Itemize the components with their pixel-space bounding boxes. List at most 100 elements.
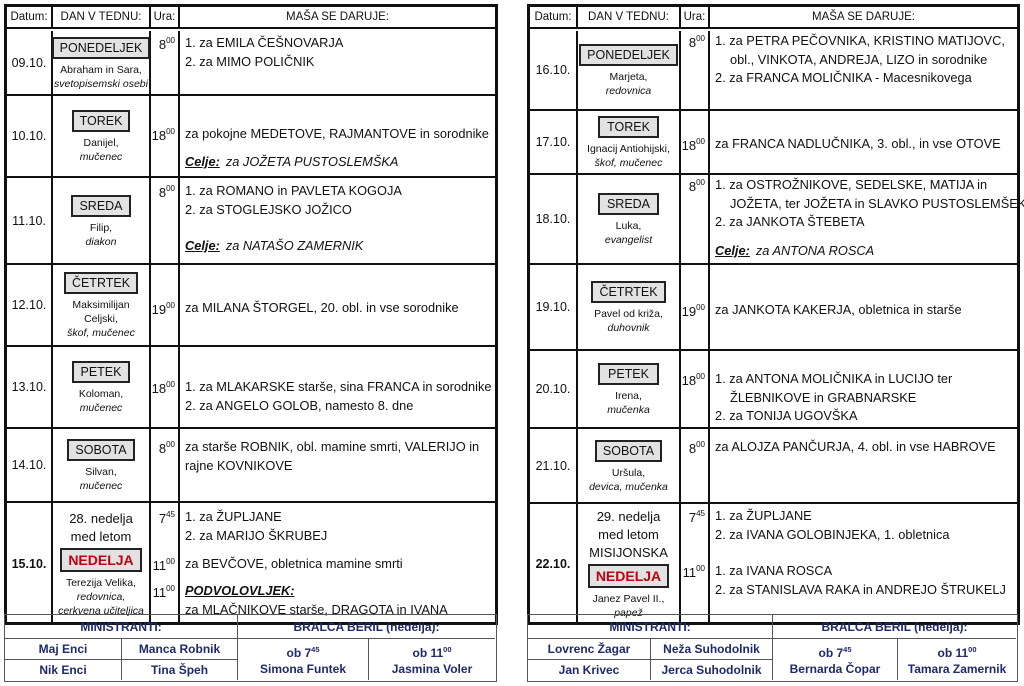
sunday-title: med letom: [70, 528, 132, 544]
intention-line: 1. za MLAKARSKE starše, sina FRANCA in s…: [185, 378, 493, 397]
ministranti-title: MINISTRANTI:: [528, 615, 772, 638]
date: 09.10.: [11, 55, 47, 70]
time-minutes: 45: [166, 510, 175, 519]
day-name-box: PETEK: [72, 361, 130, 383]
date: 10.10.: [11, 129, 47, 143]
date-cell: 16.10.: [530, 31, 578, 109]
intention-text: za JOŽETA PUSTOSLEMŠKA: [225, 154, 399, 169]
intention-line: za MLAČNIKOVE starše, DRAGOTA in IVANA: [185, 601, 493, 620]
saint-name: redovnica: [605, 85, 652, 97]
left-footer-table: MINISTRANTI:BRALCA BERIL (nedelja):Maj E…: [4, 614, 497, 682]
intention-line: 1. za ŽUPLJANE: [715, 507, 1015, 526]
time-minutes: 00: [166, 380, 175, 389]
reader-name: Jasmina Voler: [391, 662, 473, 676]
reader-time-prefix: ob 7: [286, 646, 312, 660]
intention-text: za pokojne MEDETOVE, RAJMANTOVE in sorod…: [185, 126, 489, 141]
location-label: Celje:: [185, 154, 220, 169]
intention-line: rajne KOVNIKOVE: [185, 457, 493, 476]
time-cell: 1800: [151, 96, 180, 176]
date: 19.10.: [535, 300, 571, 314]
altar-server: Nik Enci: [5, 659, 121, 680]
intention-line: ŽLEBNIKOVE in GRABNARSKE: [715, 389, 1015, 408]
date-cell: 19.10.: [530, 265, 578, 349]
date: 22.10.: [535, 557, 571, 571]
header-ura: Ura:: [151, 7, 180, 27]
intention-line: Celje: za ANTONA ROSCA: [715, 242, 1015, 261]
intention-text: 2. za FRANCA MOLIČNIKA - Macesnikovega: [715, 70, 972, 85]
right-footer-table: MINISTRANTI:BRALCA BERIL (nedelja):Lovre…: [527, 614, 1018, 682]
reader-time: ob 745: [818, 642, 851, 661]
intention-text: 1. za ŽUPLJANE: [185, 509, 282, 524]
time-minutes: 00: [696, 178, 705, 187]
intention-text: za MLAČNIKOVE starše, DRAGOTA in IVANA: [185, 601, 448, 617]
time-minutes: 00: [696, 137, 705, 146]
saint-name: Abraham in Sara,: [60, 63, 142, 76]
intention-line: 2. za JANKOTA ŠTEBETA: [715, 213, 1015, 232]
date-cell: 17.10.: [530, 111, 578, 173]
saint-name: Irena,: [615, 390, 642, 402]
reader-time-prefix: ob 7: [818, 646, 844, 660]
mass-time: 1900: [682, 299, 705, 321]
intention-line: 1. za ROMANO in PAVLETA KOGOJA: [185, 182, 493, 201]
date-cell: 20.10.: [530, 351, 578, 427]
date-cell: 14.10.: [7, 429, 53, 501]
day-name-box: ČETRTEK: [63, 272, 139, 294]
intention-text: 2. za STOGLEJSKO JOŽICO: [185, 201, 352, 217]
day-name-box: NEDELJA: [60, 547, 142, 572]
date: 14.10.: [11, 458, 47, 472]
header-datum: Datum:: [7, 7, 53, 27]
intentions-cell: za JANKOTA KAKERJA, obletnica in starše: [710, 265, 1017, 349]
mass-time: 1800: [682, 133, 705, 155]
date: 16.10.: [535, 63, 571, 77]
time-hour: 8: [688, 441, 697, 456]
intentions-cell: 1. za MLAKARSKE starše, sina FRANCA in s…: [180, 347, 495, 427]
intention-text: za NATAŠO ZAMERNIK: [225, 238, 364, 253]
intention-text: rajne KOVNIKOVE: [185, 457, 293, 473]
time-cell: 1800: [681, 351, 710, 427]
time-minutes: 00: [166, 584, 175, 593]
mass-time: 800: [689, 174, 705, 196]
mass-time: 800: [159, 32, 175, 54]
intention-line: za BEVČOVE, obletnica mamine smrti: [185, 555, 493, 574]
day-name-box: SOBOTA: [67, 439, 135, 461]
saint-name: diakon: [85, 235, 117, 248]
mass-intention-block: PODVOLOVLJEK:za MLAČNIKOVE starše, DRAGO…: [185, 582, 493, 619]
sunday-title: 29. nedelja: [596, 509, 661, 524]
sunday-title: med letom: [598, 527, 659, 542]
mass-intention-block: za BEVČOVE, obletnica mamine smrti: [185, 555, 493, 574]
readers-heading: BRALCA BERIL (nedelja):: [293, 619, 440, 634]
date: 18.10.: [535, 212, 571, 226]
intention-text: obl., VINKOTA, ANDREJA, LIZO in sorodnik…: [730, 51, 988, 67]
intention-line: 1. za OSTROŽNIKOVE, SEDELSKE, MATIJA in: [715, 176, 1015, 195]
altar-server-name: Lovrenc Žagar: [547, 642, 631, 656]
time-cell: 1900: [151, 265, 180, 345]
intention-text: za ANTONA ROSCA: [755, 243, 875, 258]
altar-server-name: Maj Enci: [38, 642, 88, 656]
sunday-title: 28. nedelja: [69, 510, 133, 526]
intention-line: Celje:za NATAŠO ZAMERNIK: [185, 237, 493, 256]
saint-name: mučenec: [79, 402, 123, 414]
intention-line: za ALOJZA PANČURJA, 4. obl. in vse HABRO…: [715, 438, 1015, 457]
saint-name: Terezija Velika,: [65, 576, 137, 589]
reader-time-minutes: 00: [968, 645, 977, 654]
day-name-box: TOREK: [598, 116, 659, 138]
location-label: Celje:: [715, 243, 750, 258]
saint-name: Danijel,: [83, 137, 119, 149]
mass-time: 800: [159, 180, 175, 202]
intention-text: 1. za OSTROŽNIKOVE, SEDELSKE, MATIJA in: [715, 177, 988, 192]
